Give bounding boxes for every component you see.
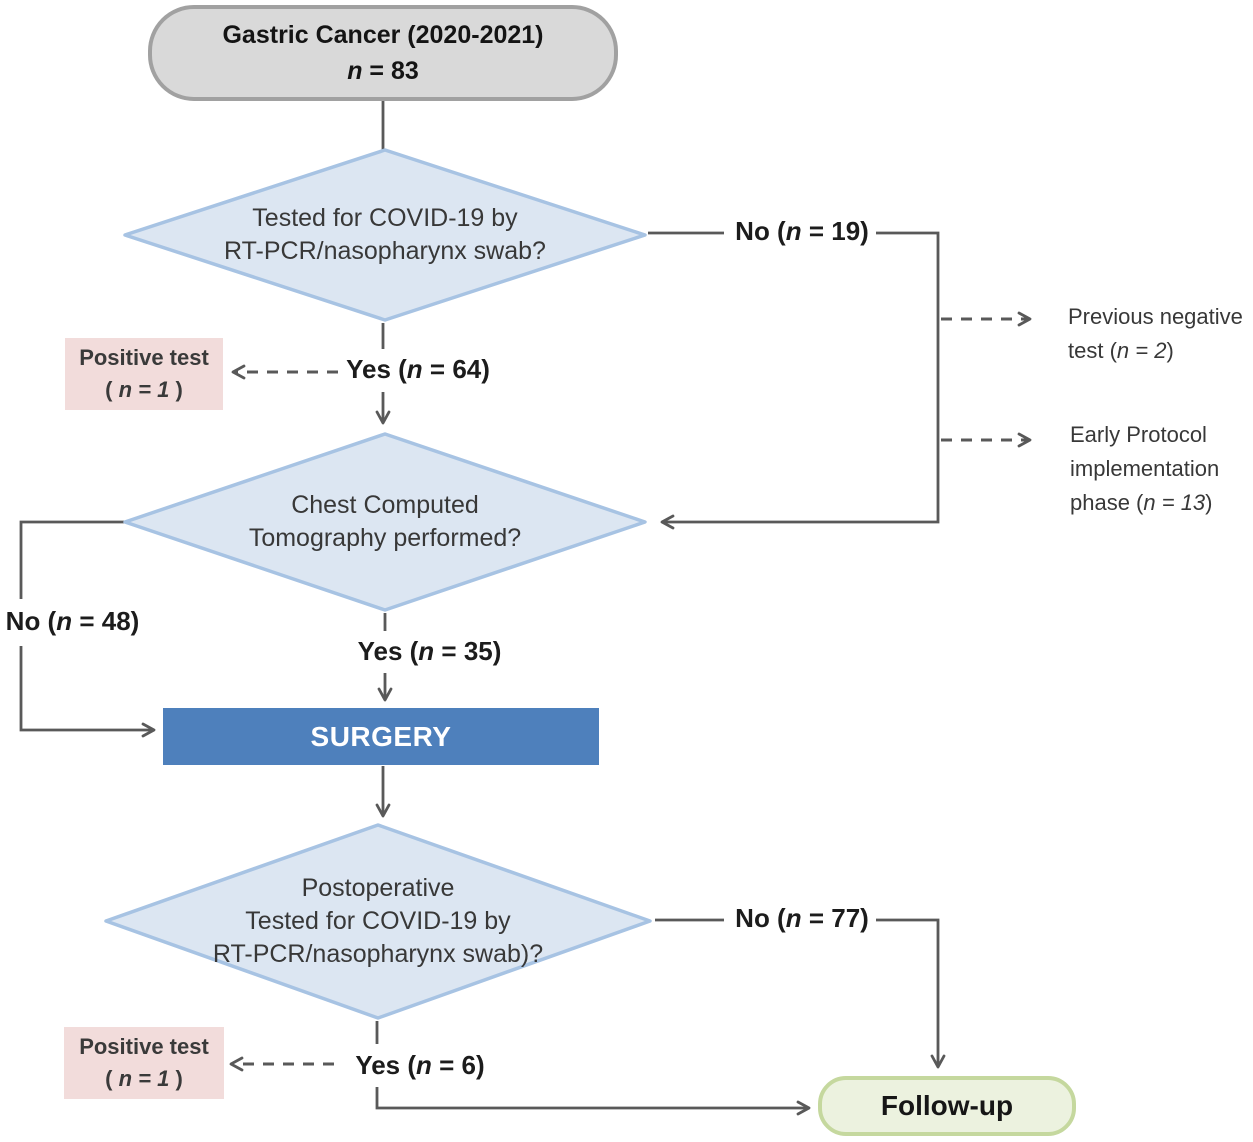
annotation-early-protocol: Early Protocol implementation phase (n =… (1070, 422, 1220, 516)
decision-covid-test-text: Tested for COVID-19 by RT-PCR/nasopharyn… (224, 204, 546, 265)
branch-label-no-19: No (n = 19) (735, 216, 869, 246)
diamond-shape (123, 432, 647, 612)
decision-postop-test-text: Postoperative Tested for COVID-19 by RT-… (212, 874, 544, 968)
annotation-previous-negative: Previous negative test (n = 2) (1068, 304, 1243, 364)
decision-ct-node: Chest Computed Tomography performed? (122, 432, 648, 612)
start-title: Gastric Cancer (2020-2021) (222, 20, 544, 49)
branch-label-no-77: No (n = 77) (735, 903, 869, 933)
start-node: Gastric Cancer (2020-2021) n = 83 (148, 5, 618, 101)
followup-label: Follow-up (880, 1090, 1014, 1121)
edge-decision2-no-to-surgery (19, 646, 156, 738)
followup-node: Follow-up (818, 1076, 1076, 1136)
branch-label-yes-35: Yes (n = 35) (357, 636, 502, 666)
start-count: n = 83 (347, 57, 419, 85)
positive-test-2-count: ( n = 1 ) (105, 1066, 183, 1091)
surgery-node: SURGERY (163, 708, 599, 765)
diamond-shape (123, 148, 647, 322)
edge-decision3-yes-to-followup (375, 1087, 811, 1116)
branch-label-yes-6: Yes (n = 6) (355, 1050, 485, 1080)
edge-decision1-no-elbow (660, 231, 940, 530)
branch-label-no-48: No (n = 48) (5, 606, 140, 636)
decision-ct-text: Chest Computed Tomography performed? (248, 491, 522, 552)
positive-test-1-line1: Positive test (79, 345, 209, 371)
surgery-label: SURGERY (310, 720, 452, 752)
branch-label-yes-64: Yes (n = 64) (346, 354, 490, 384)
decision-covid-test-node: Tested for COVID-19 by RT-PCR/nasopharyn… (122, 148, 648, 322)
diamond-shape (104, 823, 652, 1020)
edge-decision2-no-left (19, 520, 127, 599)
positive-test-2-line1: Positive test (79, 1034, 209, 1060)
positive-test-1-node: Positive test ( n = 1 ) (65, 338, 223, 410)
positive-test-2-node: Positive test ( n = 1 ) (64, 1027, 224, 1099)
decision-postop-test-node: Postoperative Tested for COVID-19 by RT-… (103, 823, 653, 1020)
positive-test-1-count: ( n = 1 ) (105, 377, 183, 402)
edge-decision3-no-elbow (876, 918, 946, 1069)
